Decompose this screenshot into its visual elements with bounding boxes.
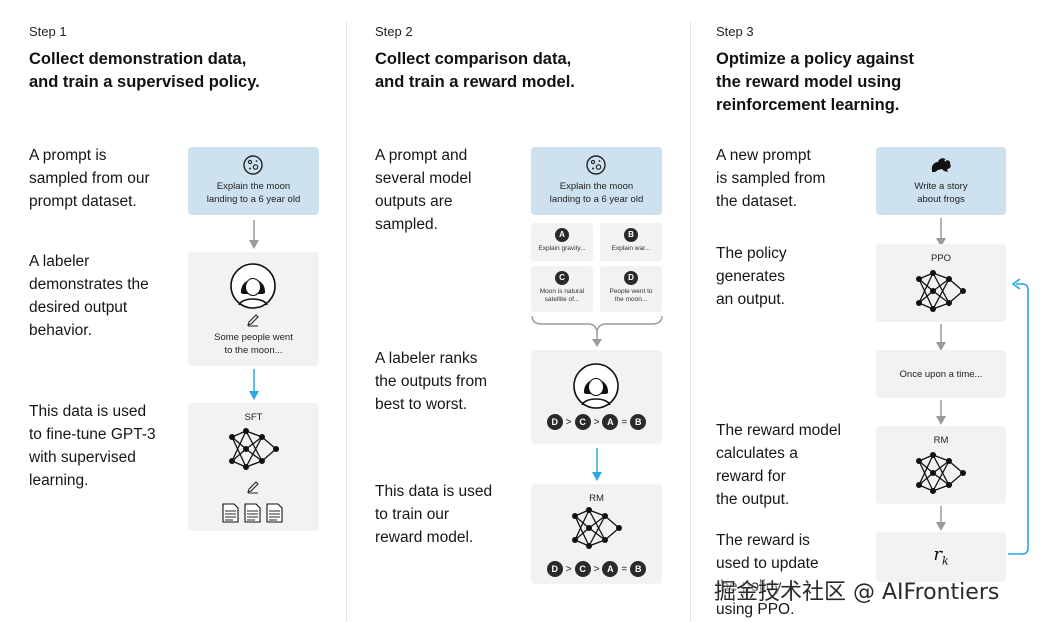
pencil-icon	[247, 481, 259, 494]
option-letter: A	[555, 228, 569, 242]
rank-operator: >	[593, 416, 600, 428]
step-2-desc-2: A labeler ranks the outputs from best to…	[375, 350, 488, 413]
rm-label: RM	[589, 493, 604, 504]
output-option-d: D People went to the moon...	[600, 266, 662, 312]
step-3-desc-3: The reward model calculates a reward for…	[716, 422, 841, 508]
step-1-label: Step 1	[29, 24, 67, 39]
rm-label: RM	[933, 435, 949, 446]
pencil-icon	[247, 314, 259, 327]
labeler-avatar-icon	[230, 263, 276, 309]
rank-item: A	[602, 561, 619, 577]
rank-item: C	[574, 414, 591, 430]
step-1-arrow-2	[249, 369, 259, 400]
step-3-reward-box: rk	[876, 532, 1006, 582]
output-option-a: A Explain gravity...	[531, 223, 593, 261]
rank-operator: =	[621, 563, 628, 575]
option-text: Moon is natural satellite of...	[539, 288, 585, 303]
step-3-desc-4: The reward is used to update the policy …	[716, 532, 819, 618]
neural-network-icon	[572, 507, 622, 549]
step-3-ppo-box: PPO	[876, 244, 1006, 322]
rank-operator: >	[565, 563, 572, 575]
step-3-title: Optimize a policy against the reward mod…	[716, 50, 915, 114]
option-letter: C	[555, 271, 569, 285]
rank-item: D	[546, 561, 563, 577]
step-2-rm-box: RM D>C>A=B	[531, 484, 662, 584]
step-2-prompt-text: Explain the moon landing to a 6 year old	[549, 181, 644, 205]
step-3-desc-2: The policy generates an output.	[716, 245, 787, 308]
output-option-b: B Explain war...	[600, 223, 662, 261]
neural-network-icon	[916, 270, 966, 312]
step-3-desc-1: A new prompt is sampled from the dataset…	[716, 147, 826, 210]
neural-network-icon	[229, 428, 279, 470]
step-3-arrow-4	[936, 506, 946, 531]
reward-subscript: k	[941, 554, 949, 568]
labeler-avatar-icon	[573, 363, 619, 409]
step-1-arrow-1	[249, 220, 259, 249]
step-1-demo-text: Some people went to the moon...	[214, 332, 293, 356]
rank-item: A	[602, 414, 619, 430]
step-1-desc-2: A labeler demonstrates the desired outpu…	[29, 253, 149, 339]
step-2-prompt-box: Explain the moon landing to a 6 year old	[531, 147, 662, 215]
output-option-c: C Moon is natural satellite of...	[531, 266, 593, 312]
feedback-loop-arrow	[1008, 278, 1029, 555]
step-2-title: Collect comparison data, and train a rew…	[375, 50, 575, 91]
step-1-demo-box: Some people went to the moon...	[188, 252, 319, 366]
rank-item: D	[546, 414, 563, 430]
rank-item: B	[630, 414, 647, 430]
step-3-arrow-1	[936, 218, 946, 247]
step-3-output-text: Once upon a time...	[899, 369, 983, 380]
frog-icon	[931, 158, 951, 172]
step-2-desc-1: A prompt and several model outputs are s…	[375, 147, 472, 233]
rank-operator: =	[621, 416, 628, 428]
ppo-label: PPO	[930, 253, 952, 264]
ranking-row: D>C>A=B	[531, 561, 662, 577]
document-icon	[222, 503, 283, 523]
step-1-prompt-box: Explain the moon landing to a 6 year old	[188, 147, 319, 215]
step-2-label: Step 2	[375, 24, 413, 39]
step-3-arrow-3	[936, 400, 946, 425]
step-1-desc-3: This data is used to fine-tune GPT-3 wit…	[29, 403, 156, 489]
rank-operator: >	[593, 563, 600, 575]
watermark: 掘金技术社区 @ AIFrontiers	[714, 580, 1000, 605]
step-2-ranking-box: D>C>A=B	[531, 350, 662, 444]
column-divider-2	[690, 22, 691, 622]
moon-icon	[586, 155, 606, 175]
step-3-prompt-box: Write a story about frogs	[876, 147, 1006, 215]
step-1-sft-box: SFT	[188, 403, 319, 531]
step-1-title: Collect demonstration data, and train a …	[29, 50, 260, 91]
rank-item: B	[630, 561, 647, 577]
step-3-arrow-2	[936, 324, 946, 351]
moon-icon	[243, 155, 263, 175]
rank-item: C	[574, 561, 591, 577]
option-letter: B	[624, 228, 638, 242]
ranking-row: D>C>A=B	[531, 414, 662, 430]
step-3-prompt-text: Write a story about frogs	[914, 181, 968, 205]
column-divider-1	[346, 22, 347, 622]
rank-operator: >	[565, 416, 572, 428]
option-text: People went to the moon...	[609, 288, 653, 303]
step-3-output-box: Once upon a time...	[876, 350, 1006, 398]
option-text: Explain war...	[611, 245, 651, 252]
step-1-prompt-text: Explain the moon landing to a 6 year old	[206, 181, 301, 205]
step-3-label: Step 3	[716, 24, 754, 39]
options-brace	[531, 315, 663, 347]
step-1-desc-1: A prompt is sampled from our prompt data…	[29, 147, 150, 210]
option-letter: D	[624, 271, 638, 285]
reward-symbol: rk	[876, 544, 1006, 568]
sft-label: SFT	[244, 412, 263, 423]
neural-network-icon	[916, 452, 966, 494]
step-2-arrow-2	[592, 448, 602, 481]
option-text: Explain gravity...	[538, 245, 586, 252]
step-3-rm-box: RM	[876, 426, 1006, 504]
reward-r: r	[933, 544, 942, 565]
step-2-desc-3: This data is used to train our reward mo…	[375, 483, 493, 546]
